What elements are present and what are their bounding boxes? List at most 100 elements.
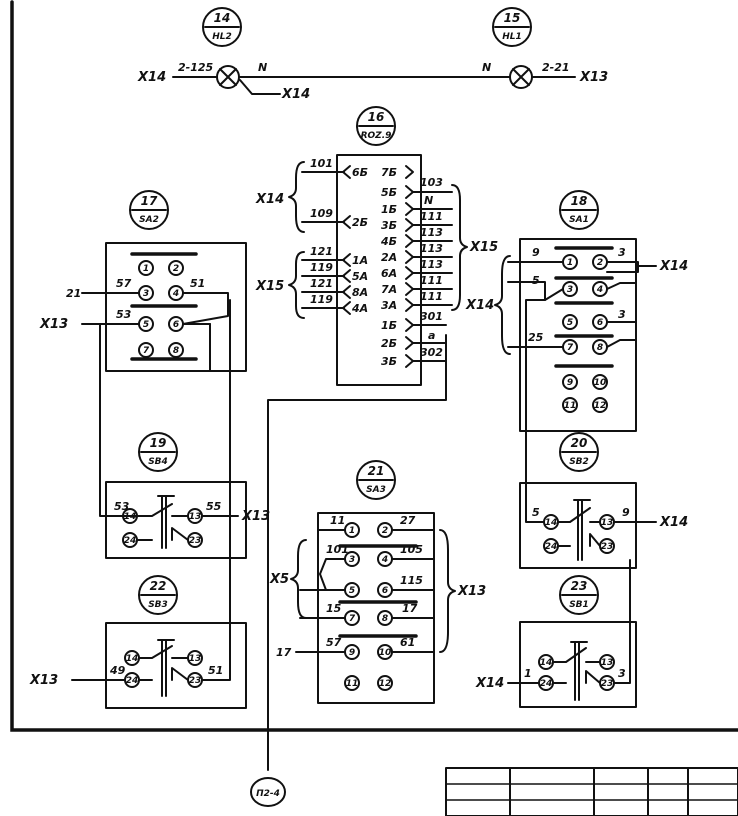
hl2-position: 14 — [214, 11, 231, 25]
connector-right-pin: 1Б — [381, 203, 397, 216]
connector-16: 16 ROZ.9 — [336, 106, 422, 386]
hl1-position-circle — [492, 7, 532, 47]
hl1-wire-right: 2-21 — [542, 61, 570, 74]
terminal: 10 — [594, 378, 607, 388]
x14-tag-connector: X14 — [255, 192, 284, 207]
connector-right-pin: 5Б — [381, 186, 397, 199]
connector-left-wire: 121 — [310, 245, 333, 258]
sa2-position-circle — [129, 190, 169, 230]
terminal: 24 — [540, 679, 553, 689]
terminal: 4 — [172, 289, 179, 299]
x14-tag-sa1-left: X14 — [465, 298, 494, 313]
terminal: 1 — [349, 526, 355, 536]
sa3-wire: 61 — [400, 636, 415, 649]
sa3-wire: 105 — [400, 543, 423, 556]
sb3-wire: 49 — [109, 664, 126, 677]
connector-right-wire: 103 — [420, 176, 443, 189]
sb1-position-circle — [559, 575, 599, 615]
sa1-body — [519, 238, 637, 432]
hl2-wire-left: 2-125 — [178, 61, 214, 74]
terminal: 13 — [601, 518, 614, 528]
terminal: 10 — [379, 648, 392, 658]
terminal: 4 — [596, 285, 603, 295]
connector-left-pins: 6Б 101 2Б 109 1А 121 5А 119 8А 121 4А 11… — [301, 157, 368, 315]
sa3-wire: 115 — [400, 574, 423, 587]
connector-right-wire: 111 — [420, 274, 443, 287]
sa3-wire: 17 — [402, 602, 418, 615]
sa2-wire: 21 — [66, 287, 81, 300]
x14-tag-sb1: X14 — [475, 676, 504, 691]
sa3-wire: 17 — [276, 646, 292, 659]
connector-right-wire: a — [428, 329, 435, 342]
terminal: 13 — [601, 658, 614, 668]
terminal: 8 — [382, 614, 388, 624]
x13-tag-sb3: X13 — [29, 673, 58, 688]
terminal: 3 — [567, 285, 573, 295]
terminal: 23 — [601, 679, 614, 689]
connector-right-wire: 301 — [420, 310, 443, 323]
x15-tag-connector-right: X15 — [469, 240, 498, 255]
terminal: 23 — [189, 536, 202, 546]
terminal: 24 — [545, 542, 558, 552]
sa1-wire: 5 — [532, 274, 540, 287]
connector-left-wire: 121 — [310, 277, 333, 290]
connector-right-wire: N — [424, 194, 433, 207]
connector-right-pin: 2Б — [381, 337, 397, 350]
x13-tag-sa2: X13 — [39, 317, 68, 332]
connector-position-circle — [356, 106, 396, 146]
sb3-position-circle — [138, 575, 178, 615]
terminal: 7 — [143, 346, 150, 356]
connector-position: 16 — [368, 110, 385, 124]
sa3-wire: 57 — [326, 636, 342, 649]
x14-tag-lamp-branch: X14 — [281, 87, 310, 102]
terminal: 9 — [349, 648, 355, 658]
terminal: 3 — [349, 555, 355, 565]
offsheet-ref: П2-4 — [256, 789, 280, 799]
sa1-wire: 25 — [528, 331, 544, 344]
hl1-position: 15 — [504, 11, 521, 25]
switch-sa3: 21 SA3 1 2 3 4 5 6 7 8 9 10 11 12 11 27 … — [276, 460, 435, 704]
connector-right-wire: 111 — [420, 290, 443, 303]
sb1-body — [519, 621, 637, 708]
connector-left-pin: 5А — [352, 270, 368, 283]
terminal: 14 — [545, 518, 558, 528]
terminal: 24 — [124, 536, 137, 546]
x13-tag-sa3: X13 — [457, 584, 486, 599]
connector-ref: ROZ.9 — [361, 131, 392, 141]
lamp-hl2: 14 HL2 — [202, 7, 242, 89]
terminal: 6 — [597, 318, 603, 328]
hl2-ref: HL2 — [212, 32, 232, 42]
terminal: 23 — [189, 676, 202, 686]
sb1-wire: 1 — [524, 667, 532, 680]
x14-tag-sb2: X14 — [659, 515, 688, 530]
connector-right-pin: 4Б — [380, 235, 397, 248]
sa2-position: 17 — [141, 194, 158, 208]
connector-right-pin: 1Б — [381, 319, 397, 332]
x15-brace-connector-right — [451, 184, 468, 311]
terminal: 11 — [564, 401, 577, 411]
connector-left-wire: 119 — [310, 261, 333, 274]
connector-right-wire: 302 — [420, 346, 443, 359]
terminal: 7 — [349, 614, 356, 624]
sb2-body — [519, 482, 637, 569]
connector-right-pin: 6А — [381, 267, 397, 280]
terminal: 1 — [567, 258, 573, 268]
connector-right-pin: 3Б — [381, 355, 397, 368]
sa2-wire: 51 — [190, 277, 205, 290]
connector-right-pin: 2А — [381, 251, 397, 264]
sa2-wire: 57 — [116, 277, 132, 290]
sa3-wire: 27 — [400, 514, 416, 527]
connector-right-pin: 7А — [381, 283, 397, 296]
sa2-body — [105, 242, 247, 372]
sb1-ref: SB1 — [569, 600, 589, 610]
sb3-ref: SB3 — [148, 600, 168, 610]
button-sb4: 19 SB4 14 13 24 23 53 55 X13 — [105, 323, 270, 559]
terminal: 12 — [379, 679, 392, 689]
terminal: 14 — [124, 512, 137, 522]
terminal: 2 — [173, 264, 179, 274]
terminal: 3 — [143, 289, 149, 299]
connector-right-wire: 113 — [420, 226, 443, 239]
terminal: 2 — [382, 526, 388, 536]
connector-right-pin: 3Б — [381, 219, 397, 232]
